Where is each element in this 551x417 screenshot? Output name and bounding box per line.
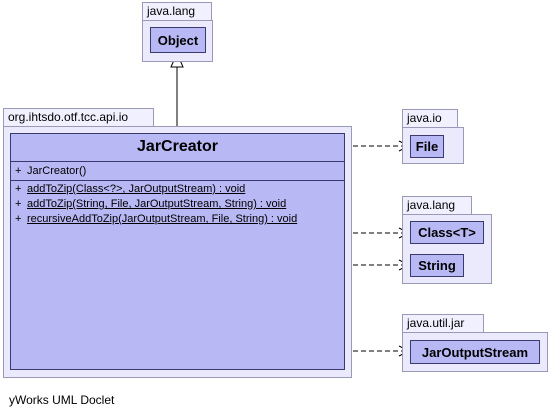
method-item: + addToZip(String, File, JarOutputStream,… [11,197,344,212]
visibility-marker: + [15,165,22,177]
class-object[interactable]: Object [150,27,206,53]
visibility-marker: + [15,183,22,195]
constructor-list: + JarCreator() [11,162,344,180]
package-tab: org.ihtsdo.otf.tcc.api.io [3,108,154,127]
member-signature: JarCreator() [27,165,87,177]
member-signature: recursiveAddToZip(JarOutputStream, File,… [27,213,298,225]
class-name: JarCreator [137,138,218,155]
visibility-marker: + [15,198,22,210]
class-class-t[interactable]: Class<T> [410,221,484,244]
compartment-divider [11,180,344,181]
package-tab: java.lang [142,2,212,21]
compartment-divider [11,161,344,162]
method-item: + addToZip(Class<?>, JarOutputStream) : v… [11,182,344,197]
method-item: + recursiveAddToZip(JarOutputStream, File… [11,212,344,227]
class-string[interactable]: String [410,254,464,277]
constructor-item: + JarCreator() [11,164,344,179]
member-signature: addToZip(String, File, JarOutputStream, … [27,198,287,210]
package-tab: java.io [402,109,458,128]
package-tab: java.util.jar [402,314,484,333]
visibility-marker: + [15,213,22,225]
class-jarcreator[interactable]: JarCreator + JarCreator() + addToZip(Class… [10,133,345,370]
method-list: + addToZip(Class<?>, JarOutputStream) : v… [11,181,344,227]
package-tab: java.lang [402,196,472,215]
class-jaroutputstream[interactable]: JarOutputStream [410,340,540,364]
class-file[interactable]: File [410,135,444,158]
member-signature: addToZip(Class<?>, JarOutputStream) : vo… [27,183,246,195]
footer-caption: yWorks UML Doclet [9,393,115,407]
